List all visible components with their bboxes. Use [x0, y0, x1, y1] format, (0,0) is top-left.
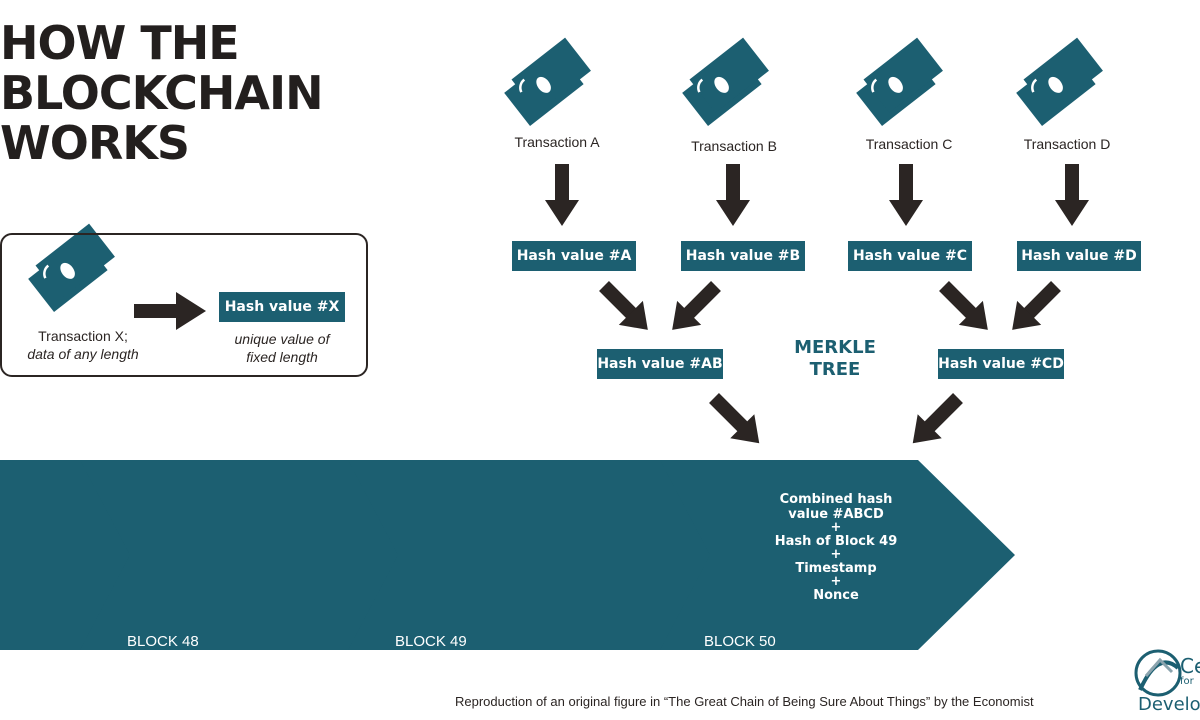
title-line-1: HOW THE	[0, 16, 240, 70]
nonce-item: Nonce	[813, 588, 859, 603]
arrow-a-ab-icon	[599, 281, 648, 330]
legend-output-line-1: unique value of	[234, 331, 330, 347]
block-49-label: BLOCK 49	[395, 633, 467, 650]
logo-text-line-3: Develo	[1138, 694, 1200, 715]
block-50-shape	[660, 460, 1015, 650]
logo-icon	[1134, 649, 1182, 697]
plus-sign-3: +	[830, 574, 842, 589]
combined-hash-line-1: Combined hash	[779, 492, 893, 507]
transaction-a-icon	[499, 36, 596, 128]
hash-c-box: Hash value #C	[848, 241, 972, 271]
legend-box	[0, 233, 368, 377]
legend-input-line-2: data of any length	[27, 346, 139, 362]
title-line-3: WORKS	[0, 116, 190, 170]
transaction-c-icon	[851, 36, 948, 128]
legend-input-line-1: Transaction X;	[38, 328, 128, 344]
source-caption: Reproduction of an original figure in “T…	[455, 694, 1034, 709]
transaction-b-label: Transaction B	[691, 138, 777, 154]
arrow-d-cd-icon	[1012, 281, 1061, 330]
block-48-label: BLOCK 48	[127, 633, 199, 650]
legend-arrow-icon	[134, 292, 206, 330]
title-line-2: BLOCKCHAIN	[0, 66, 324, 120]
legend-hash-box: Hash value #X	[219, 292, 345, 322]
merkle-line-1: MERKLE	[794, 337, 876, 358]
transaction-b-icon	[677, 36, 774, 128]
plus-sign-1: +	[830, 520, 842, 535]
plus-sign-2: +	[830, 547, 842, 562]
logo-text-line-1: Ce	[1180, 654, 1200, 678]
legend-output-line-2: fixed length	[246, 349, 318, 365]
hash-d-box: Hash value #D	[1017, 241, 1141, 271]
transaction-d-label: Transaction D	[1023, 136, 1111, 152]
prev-block-hash: Hash of Block 49	[774, 534, 898, 549]
block-50-label: BLOCK 50	[704, 633, 776, 650]
timestamp-item: Timestamp	[795, 561, 877, 576]
arrow-c-cd-icon	[939, 281, 988, 330]
page-title: HOW THE BLOCKCHAIN WORKS	[0, 16, 324, 170]
block-50-contents: Combined hash value #ABCD + Hash of Bloc…	[766, 492, 906, 603]
arrow-b-ab-icon	[672, 281, 721, 330]
legend-input-label: Transaction X; data of any length	[8, 327, 158, 363]
arrow-d-icon	[1055, 164, 1089, 226]
transaction-a-label: Transaction A	[514, 134, 600, 150]
hash-a-box: Hash value #A	[512, 241, 636, 271]
logo-text-line-2: for	[1180, 676, 1194, 687]
merkle-line-2: TREE	[809, 359, 861, 380]
hash-cd-box: Hash value #CD	[938, 349, 1064, 379]
transaction-d-icon	[1011, 36, 1108, 128]
hash-b-box: Hash value #B	[681, 241, 805, 271]
arrow-c-icon	[889, 164, 923, 226]
arrow-a-icon	[545, 164, 579, 226]
combined-hash-line-2: value #ABCD	[788, 507, 884, 522]
hash-ab-box: Hash value #AB	[597, 349, 723, 379]
arrow-b-icon	[716, 164, 750, 226]
merkle-tree-label: MERKLE TREE	[760, 337, 910, 381]
legend-output-label: unique value of fixed length	[207, 330, 357, 366]
block-49-shape	[348, 460, 758, 650]
arrow-ab-block-icon	[709, 393, 760, 444]
arrow-cd-block-icon	[912, 393, 963, 444]
transaction-c-label: Transaction C	[865, 136, 953, 152]
